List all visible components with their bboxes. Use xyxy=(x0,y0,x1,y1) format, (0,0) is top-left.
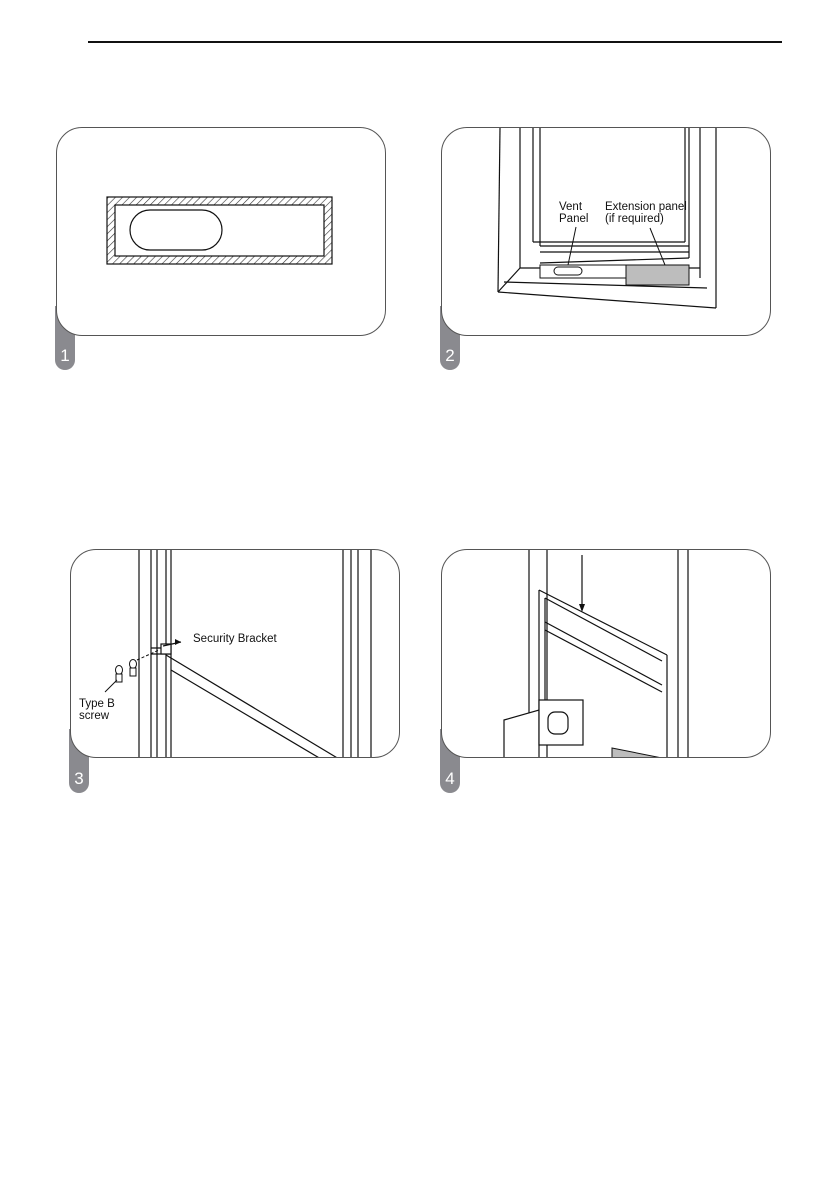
vent-panel-label: Vent Panel xyxy=(559,201,588,225)
figure-3-panel: Security Bracket Type B screw xyxy=(70,549,400,758)
window-sash-illustration xyxy=(442,550,771,758)
window-vent-illustration xyxy=(442,128,771,336)
security-bracket-label: Security Bracket xyxy=(193,633,277,645)
figure-4-number: 4 xyxy=(440,767,460,791)
figure-3-number: 3 xyxy=(69,767,89,791)
figure-2-panel: Vent Panel Extension panel (if required) xyxy=(441,127,771,336)
figure-1-panel xyxy=(56,127,386,336)
figure-4-panel xyxy=(441,549,771,758)
vent-panel-illustration xyxy=(57,128,386,336)
figure-2-number: 2 xyxy=(440,344,460,368)
figure-1-number: 1 xyxy=(55,344,75,368)
security-bracket-illustration xyxy=(71,550,400,758)
extension-panel-label: Extension panel (if required) xyxy=(605,201,687,225)
header-rule xyxy=(88,41,782,43)
type-b-screw-label: Type B screw xyxy=(79,698,115,722)
